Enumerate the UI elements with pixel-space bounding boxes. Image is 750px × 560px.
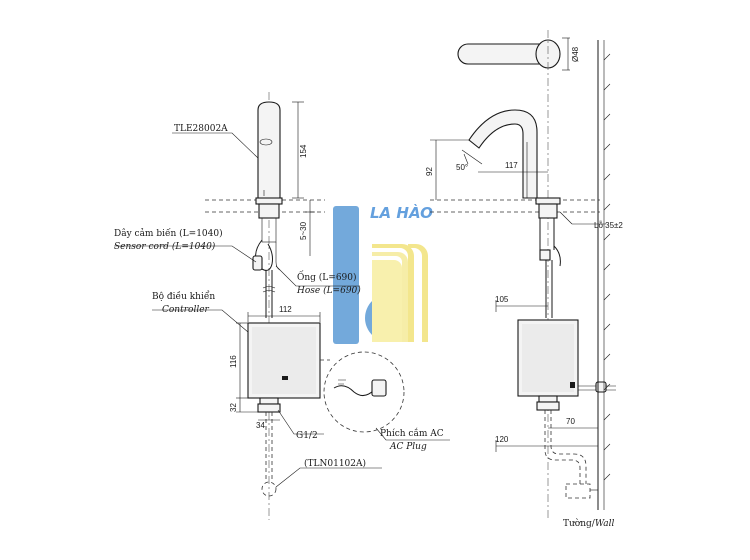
right-angle-valve: [565, 483, 591, 499]
label-hose-en: Hose (L=690): [296, 285, 361, 296]
right-supply-pipe: [544, 410, 587, 484]
dim-diameter-48: Ø48: [571, 46, 580, 62]
label-sensor-cord-en: Sensor cord (L=1040): [114, 241, 216, 252]
right-connector: [536, 401, 560, 411]
label-controller-vi: Bộ điều khiển: [152, 290, 215, 302]
watermark-blue-bar: [333, 206, 359, 344]
label-controller-en: Controller: [162, 305, 210, 315]
dim-32: 32: [229, 403, 238, 412]
left-valve-circle: [261, 481, 277, 497]
dim-112: 112: [279, 305, 292, 314]
label-sensor-cord-vi: Dây cảm biến (L=1040): [114, 228, 223, 239]
dim-5-30: 5~30: [299, 221, 308, 240]
left-mount-nut: [258, 203, 280, 219]
watermark-logo: LA HÀO: [333, 203, 433, 344]
watermark-yellow-block: [372, 260, 402, 342]
dim-154: 154: [299, 144, 308, 158]
watermark-yellow-arc-1: [372, 244, 414, 342]
dim-116: 116: [229, 355, 238, 368]
left-supply-pipe: [265, 412, 273, 482]
controller-indicator: [282, 376, 288, 380]
ac-plug-detail-circle: [323, 351, 405, 433]
right-view: Ø48 50° 117 92 Lỗ 35±2: [425, 30, 623, 529]
right-controller-box: [517, 319, 579, 397]
label-g12: G1/2: [296, 431, 318, 441]
left-g12-connector: [257, 403, 281, 413]
dim-reach-117: 117: [505, 161, 518, 170]
dim-offset-70: 70: [566, 417, 575, 426]
watermark-yellow-arc-2: [372, 252, 408, 342]
dim-height-92: 92: [425, 167, 434, 176]
left-sensor-cord: [255, 239, 273, 271]
dim-34: 34: [256, 421, 265, 430]
label-ac-plug-en: AC Plug: [389, 442, 427, 452]
left-cord-connector: [252, 255, 263, 271]
sensor-window: [259, 138, 273, 146]
watermark-yellow-arc-3: [408, 244, 428, 342]
label-tle28002a: TLE28002A: [174, 124, 228, 134]
ac-plug-icon: [371, 379, 387, 397]
left-view: 154 5~30 112 116 32 34 TLE28002A Dây cảm…: [114, 92, 450, 520]
left-controller-box: [247, 322, 321, 399]
side-spout-profile: [468, 109, 538, 199]
dim-105: 105: [495, 295, 509, 304]
label-tln01102a: (TLN01102A): [304, 458, 366, 469]
watermark-text: LA HÀO: [370, 203, 433, 222]
dim-angle-50: 50°: [456, 163, 468, 172]
label-wall: Tường/Wall: [563, 518, 615, 529]
label-ac-plug-vi: Phích cắm AC: [380, 427, 444, 439]
label-hose-vi: Ống (L=690): [297, 270, 357, 283]
left-spout-body: [257, 101, 281, 199]
label-hole-size: Lỗ 35±2: [594, 221, 623, 230]
right-mount-nut: [538, 203, 558, 219]
dim-offset-120: 120: [495, 435, 509, 444]
